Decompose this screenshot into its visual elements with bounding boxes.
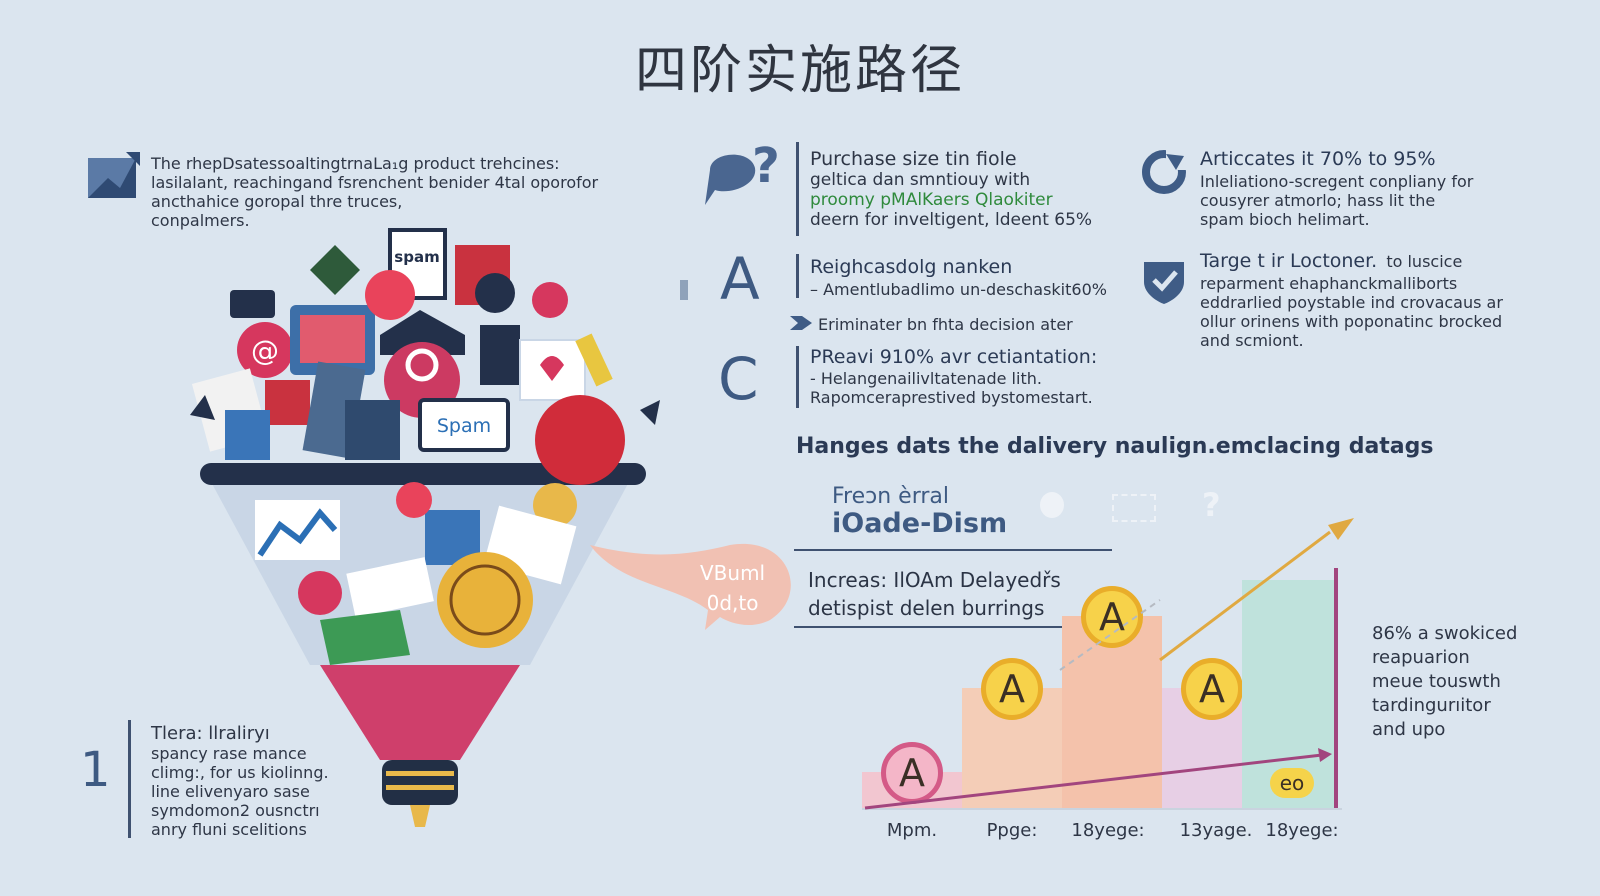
step-c-heading: PReavi 910% avr cetiantation: (810, 346, 1098, 368)
bottom-left-text: Tlera: llraliryı spancy rase mance climg… (151, 723, 329, 840)
intro-text: The rhepDsatessoaltingtrnaLa₁g product t… (151, 154, 599, 230)
computer-icon (225, 410, 270, 460)
envelope-icon (320, 610, 410, 665)
refresh-icon (1142, 150, 1188, 194)
spam-funnel-illustration: @ spam Spam (190, 228, 660, 827)
chat-icon (230, 290, 275, 318)
growth-arrow-line (1159, 530, 1331, 662)
chart-annotation: 86% a swokiced reapuarion meue touswth t… (1372, 623, 1518, 740)
arrow-icon (790, 316, 812, 330)
growth-arrowhead (1328, 518, 1354, 540)
faded-icon (1040, 492, 1064, 518)
chart-label-big: iOade-Dism (832, 508, 1008, 539)
x-tick-label: Ppge: (986, 820, 1038, 841)
faded-icon (1112, 494, 1156, 522)
striped-panel (345, 400, 400, 460)
faded-question-icon: ? (1202, 486, 1221, 524)
note-card-icon (346, 557, 434, 618)
step-number: 1 (80, 742, 111, 798)
red-tile-icon (265, 380, 310, 425)
right-mid-heading-row: Targe t ir Loctoner. to luscice (1200, 250, 1462, 272)
x-tick-label: Mpm. (886, 820, 938, 841)
divider (128, 720, 131, 838)
callout-text: VBuml 0d,to (700, 561, 766, 615)
pinterest-icon (298, 571, 342, 615)
bar-badge: A (1181, 658, 1243, 720)
chart-document-icon (88, 152, 140, 198)
spam-label-box (418, 398, 510, 452)
pinterest-icon-top (365, 270, 415, 320)
red-circle-icon (535, 395, 625, 485)
page-title: 四阶实施路径 (634, 41, 965, 101)
step-b-letter: A (720, 245, 760, 313)
divider (796, 254, 799, 298)
bar-badge: A (1081, 586, 1143, 648)
bird-icon (190, 395, 215, 420)
x-tick-label: 13yage. (1179, 820, 1253, 841)
divider (794, 549, 1112, 551)
connector (680, 280, 688, 300)
bar-badge: A (981, 658, 1043, 720)
svg-text:spam: spam (394, 248, 439, 266)
right-mid-text: reparment ehaphanckmalliborts eddrarlied… (1200, 274, 1503, 350)
chart-baseline (862, 808, 1342, 810)
x-tick-label: 18yege: (1071, 820, 1145, 841)
shield-check-icon (1144, 262, 1184, 304)
pencil-icon (575, 333, 613, 387)
small-badge: eo (1270, 768, 1314, 798)
right-mid-heading: Targe t ir Loctoner. (1200, 250, 1378, 272)
globe-icon-small (533, 483, 577, 527)
bin-icon (480, 325, 520, 385)
divider (796, 346, 799, 408)
badge-icon (532, 282, 568, 318)
step-b-line1: – Amentlubadlimo un-deschaskit60% (810, 280, 1107, 299)
house-icon (380, 310, 465, 355)
step-b-line2: Eriminater bn fhta decision ater (818, 315, 1073, 334)
diamond-icon (310, 245, 360, 295)
x-tick-label: 18yege: (1265, 820, 1339, 841)
mail-at-icon (237, 322, 293, 378)
growth-chart-icon (255, 500, 340, 560)
chart-heading: Hanges dats the dalivery naulign.emclaci… (796, 434, 1434, 459)
svg-text:@: @ (251, 334, 279, 367)
divider (796, 142, 799, 236)
funnel-bulb-base (382, 760, 458, 805)
right-mid-heading-tail: to luscice (1386, 252, 1463, 271)
step-c-text: - Helangenailivltatenade lith. Rapomcera… (810, 369, 1093, 407)
trend-arrows (864, 518, 1354, 810)
trend-line (864, 753, 1323, 810)
step-a-text: Purchase size tin fiole geltica dan smnt… (810, 148, 1093, 230)
funnel-tray (200, 463, 646, 485)
funnel-callout (590, 543, 791, 630)
chart-box-text: Increas: IlOAm Delayedřs detispist delen… (808, 568, 1061, 620)
funnel-neck (320, 665, 520, 760)
right-top-heading: Articcates it 70% to 95% (1200, 148, 1436, 170)
divider (794, 626, 1112, 628)
svg-text:Spam: Spam (437, 415, 491, 437)
step-c-letter: C (718, 345, 759, 413)
svg-text:?: ? (752, 140, 780, 194)
chart-label-small: Freɔn èrral (832, 484, 950, 509)
right-top-text: Inleliationo-scregent conpliany for cous… (1200, 172, 1474, 229)
step-b-heading: Reighcasdolg nanken (810, 256, 1013, 278)
chat-question-icon: ? (705, 140, 780, 205)
